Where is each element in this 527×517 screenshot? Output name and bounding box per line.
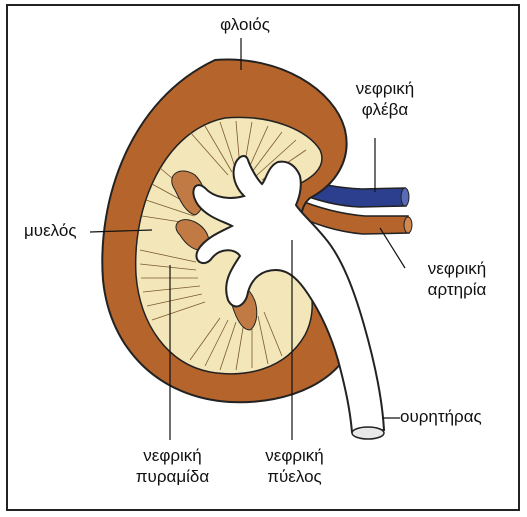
label-renal-vein: νεφρική φλέβα bbox=[340, 78, 430, 120]
label-cortex: φλοιός bbox=[220, 15, 270, 34]
label-renal-pelvis-line1: νεφρική bbox=[265, 446, 324, 465]
renal-artery-end bbox=[403, 216, 413, 234]
label-renal-pelvis: νεφρική πύελος bbox=[252, 445, 337, 487]
label-renal-pyramid-line1: νεφρική bbox=[143, 446, 202, 465]
ureter-opening bbox=[351, 426, 385, 440]
leader-medulla bbox=[89, 229, 153, 233]
label-renal-vein-line2: φλέβα bbox=[361, 100, 409, 119]
label-renal-artery: νεφρική αρτηρία bbox=[412, 258, 502, 300]
renal-pelvis-ureter bbox=[192, 155, 386, 434]
label-renal-artery-line1: νεφρική bbox=[427, 259, 487, 278]
label-renal-pyramid: νεφρική πυραμίδα bbox=[125, 445, 220, 487]
label-renal-pelvis-line2: πύελος bbox=[267, 467, 322, 486]
leader-lines bbox=[89, 38, 406, 440]
label-ureter: ουρητήρας bbox=[400, 407, 482, 426]
label-medulla: μυελός bbox=[24, 221, 77, 240]
renal-column-middle bbox=[175, 219, 210, 251]
label-renal-pyramid-line2: πυραμίδα bbox=[135, 467, 210, 486]
label-renal-vein-line1: νεφρική bbox=[355, 79, 415, 98]
label-renal-artery-line2: αρτηρία bbox=[427, 280, 487, 299]
renal-vein-end bbox=[400, 187, 410, 207]
leader-artery bbox=[379, 227, 406, 269]
